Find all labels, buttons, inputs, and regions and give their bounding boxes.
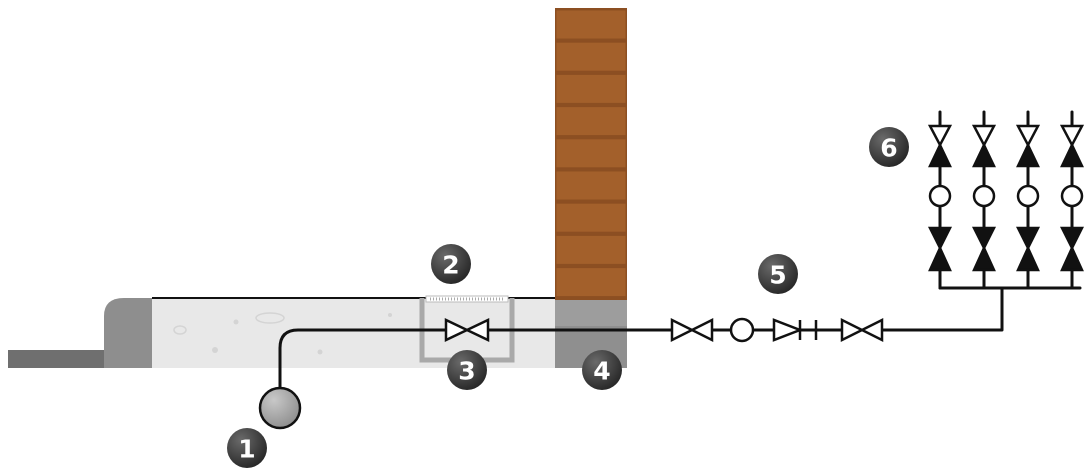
branch-valve-closed <box>927 226 953 251</box>
marker-5-label: 5 <box>769 261 786 290</box>
branch-valve-closed <box>1059 226 1084 251</box>
branch-valve-closed <box>972 244 996 272</box>
meter-assembly <box>670 317 884 343</box>
manifold-risers <box>938 110 1074 290</box>
branch-valve-closed <box>1060 142 1084 168</box>
service-pipe <box>278 286 1082 394</box>
marker-4: 4 <box>582 350 622 390</box>
brick <box>555 41 627 72</box>
marker-4-label: 4 <box>593 357 610 386</box>
marker-1-label: 1 <box>238 435 255 464</box>
branch-valve-closed <box>1016 244 1040 272</box>
brick <box>555 202 627 233</box>
marker-5: 5 <box>758 254 798 294</box>
marker-6-label: 6 <box>880 134 897 163</box>
brick <box>555 267 627 298</box>
branch-meter <box>972 184 996 208</box>
marker-2: 2 <box>431 244 471 284</box>
manifold-branches <box>927 124 1084 272</box>
branch-meter <box>928 184 952 208</box>
branch-valve-closed <box>971 226 997 251</box>
brick <box>555 170 627 201</box>
brick-wall <box>555 8 627 368</box>
water-main-connection <box>258 386 302 430</box>
brick <box>555 9 627 40</box>
branch-meter <box>1016 184 1040 208</box>
brick <box>555 73 627 104</box>
brick <box>555 106 627 137</box>
branch-valve-closed <box>928 142 952 168</box>
marker-3-label: 3 <box>458 357 475 386</box>
branch-valve-closed <box>1015 226 1041 251</box>
branch-valve-open <box>971 124 997 148</box>
brick <box>555 234 627 265</box>
marker-6: 6 <box>869 127 909 167</box>
branch-valve-closed <box>928 244 952 272</box>
branch-valve-closed <box>1060 244 1084 272</box>
marker-2-label: 2 <box>442 251 459 280</box>
marker-3: 3 <box>447 350 487 390</box>
branch-valve-open <box>1015 124 1041 148</box>
pit-shutoff-valve <box>444 318 490 342</box>
branch-meter <box>1060 184 1084 208</box>
branch-valve-closed <box>1016 142 1040 168</box>
branch-valve-closed <box>972 142 996 168</box>
brick <box>555 138 627 169</box>
marker-1: 1 <box>227 428 267 468</box>
branch-valve-open <box>1059 124 1084 148</box>
branch-valve-open <box>927 124 953 148</box>
street-curb <box>8 298 154 368</box>
